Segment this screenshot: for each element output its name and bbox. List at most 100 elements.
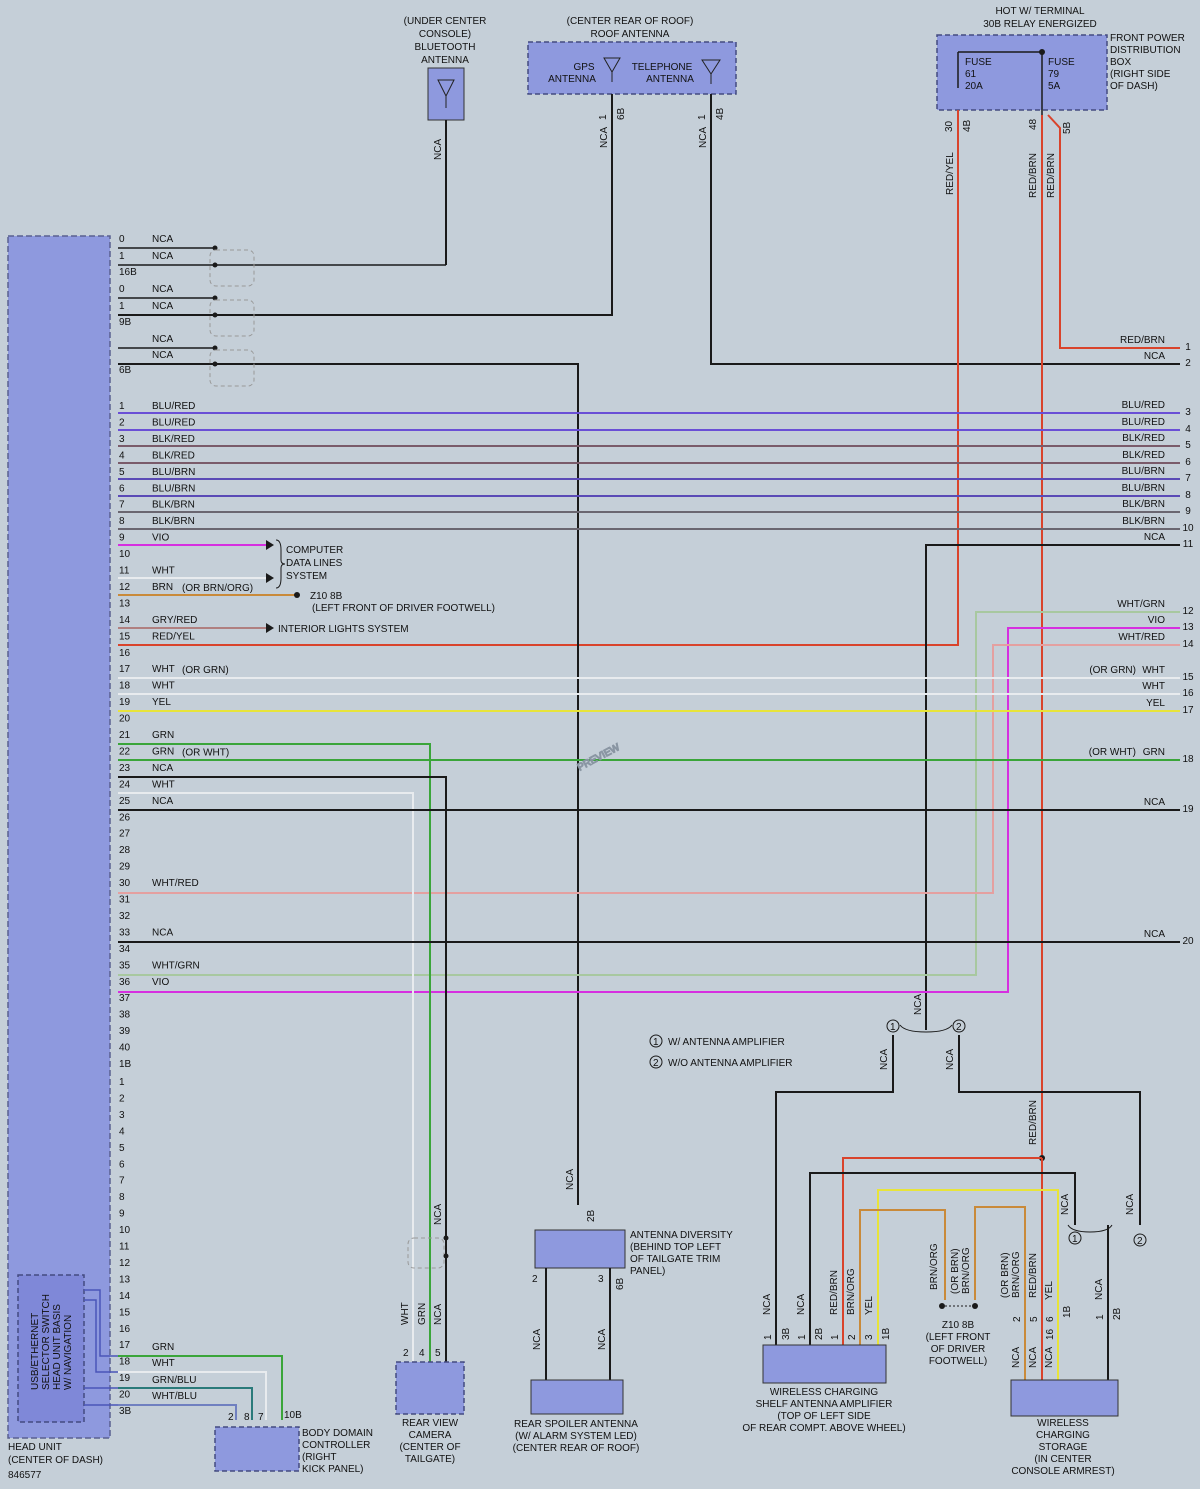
lower-pin-number: 9 [119,1209,125,1220]
right-pin-number: 9 [1185,506,1191,517]
fuse61-l3: 20A [965,81,983,92]
z10-wire-2: (OR BRN) [950,1248,961,1294]
bt-label-2: CONSOLE) [419,29,471,40]
storage-nca-top-1: NCA [1060,1194,1071,1215]
bt-antenna-icon [437,79,455,108]
svg-text:3B: 3B [781,1327,792,1340]
main-pin-wire: WHT [152,681,175,692]
div-pin-6b: 6B [615,1277,626,1290]
z10b-label-2: (LEFT FRONT [926,1332,991,1343]
main-pin-number: 37 [119,993,131,1004]
camera-label-3: (CENTER OF [399,1442,460,1453]
pin-16b-2: 16B [119,267,137,278]
fuse79-l2: 79 [1048,69,1060,80]
fuse61-l2: 61 [965,69,977,80]
right-pin-number: 12 [1182,606,1194,617]
main-pin-number: 38 [119,1010,131,1021]
right-wire-label: NCA [1144,351,1165,362]
bdc-pin-8: 8 [244,1412,250,1423]
lower-pin-number: 5 [119,1143,125,1154]
right-pin-number: 16 [1182,688,1194,699]
usb-switch-line4: W/ NAVIGATION [63,1315,74,1390]
svg-text:16: 16 [1045,1328,1056,1340]
main-pin-number: 17 [119,664,131,675]
storage-label-4: (IN CENTER [1034,1454,1091,1465]
main-pin-wire: GRY/RED [152,615,197,626]
main-pin-number: 22 [119,746,131,757]
main-pin-number: 1 [119,401,125,412]
tel-label-1: TELEPHONE [632,62,693,73]
lower-pin-number: 12 [119,1258,131,1269]
lower-pin-number: 7 [119,1176,125,1187]
camera-pin-4: 4 [419,1348,425,1359]
z10b-label-3: OF DRIVER [931,1344,985,1355]
storage-label-2: CHARGING [1036,1430,1090,1441]
lower-pin-number: 17 [119,1340,131,1351]
right-wire-label: NCA [1144,929,1165,940]
diversity-label-1: ANTENNA DIVERSITY [630,1230,733,1241]
right-pin-number: 4 [1185,424,1191,435]
legend-text-2: W/O ANTENNA AMPLIFIER [668,1058,792,1069]
branch-circle-1 [886,1019,900,1033]
red-brn-mid-label: RED/BRN [1028,1100,1039,1145]
bt-label-4: ANTENNA [421,55,469,66]
usb-wire-grn: GRN [152,1342,174,1353]
right-pin-number: 10 [1182,523,1194,534]
right-labels: 1RED/BRN2NCA3BLU/RED4BLU/RED5BLK/RED6BLK… [1089,335,1194,947]
amp-nca-wire-1 [775,1035,894,1345]
bdc-pin-7: 7 [258,1412,264,1423]
wire-9b-1: NCA [152,301,173,312]
amp-label-4: OF REAR COMPT. ABOVE WHEEL) [742,1423,905,1434]
bt-wire-label: NCA [433,139,444,160]
main-pin-wire: NCA [152,796,173,807]
bracket-computer [275,539,286,589]
main-pin-number: 11 [119,566,130,577]
camera-label-1: REAR VIEW [402,1418,459,1429]
main-pin-number: 23 [119,763,131,774]
main-pin-wire: GRN [152,730,174,741]
lower-pin-number: 10 [119,1225,131,1236]
gps-pin-2: 6B [616,107,627,120]
right-wire-label: BLU/RED [1122,417,1165,428]
lower-pin-number: 3 [119,1110,125,1121]
z10-label-2: (LEFT FRONT OF DRIVER FOOTWELL) [312,603,495,614]
red-yel-label: RED/YEL [945,152,956,195]
tel-wire [710,94,1180,365]
computer-label-1: COMPUTER [286,545,343,556]
branch-num-1: 1 [890,1022,896,1033]
right-wire-label: BLK/BRN [1122,516,1165,527]
tel-pin-2: 4B [715,107,726,120]
svg-text:2: 2 [847,1334,858,1340]
camera-wire-wht: WHT [400,1302,411,1325]
main-pin-number: 7 [119,500,125,511]
wire-grn-21 [118,743,431,1375]
storage-wire-brn-org: BRN/ORG [1011,1251,1022,1298]
storage-label-3: STORAGE [1039,1442,1088,1453]
diversity-label-4: PANEL) [630,1266,665,1277]
head-top-connectors [118,245,579,1205]
head-unit-label-1: HEAD UNIT [8,1442,62,1453]
amp-red-brn [842,1157,1042,1345]
right-wire-label: NCA [1144,797,1165,808]
right-wire-label: GRN [1143,747,1165,758]
main-pin-number: 9 [119,533,125,544]
main-pin-wire: VIO [152,977,169,988]
right-wire-label: BLU/BRN [1122,483,1165,494]
wire-9b-0: NCA [152,284,173,295]
lower-pin-number: 2 [119,1093,125,1104]
div-pin-3: 3 [598,1274,604,1285]
amp-label-1: WIRELESS CHARGING [770,1387,879,1398]
main-pin-wire: BRN [152,582,173,593]
main-pin-wire: BLU/BRN [152,467,195,478]
red-yel-wire [118,110,959,646]
diversity-box [534,1229,626,1269]
branch-bracket-bottom [1067,1224,1113,1233]
main-pin-number: 30 [119,878,131,889]
right-wire-label: RED/BRN [1120,335,1165,346]
fuse-pin-4b: 4B [962,119,973,132]
spoiler-label-2: (W/ ALARM SYSTEM LED) [515,1431,637,1442]
z10-wire-1: BRN/ORG [929,1243,940,1290]
lower-pin-number: 8 [119,1192,125,1203]
camera-pin-5: 5 [435,1348,441,1359]
right-wire-label: WHT/RED [1118,632,1165,643]
